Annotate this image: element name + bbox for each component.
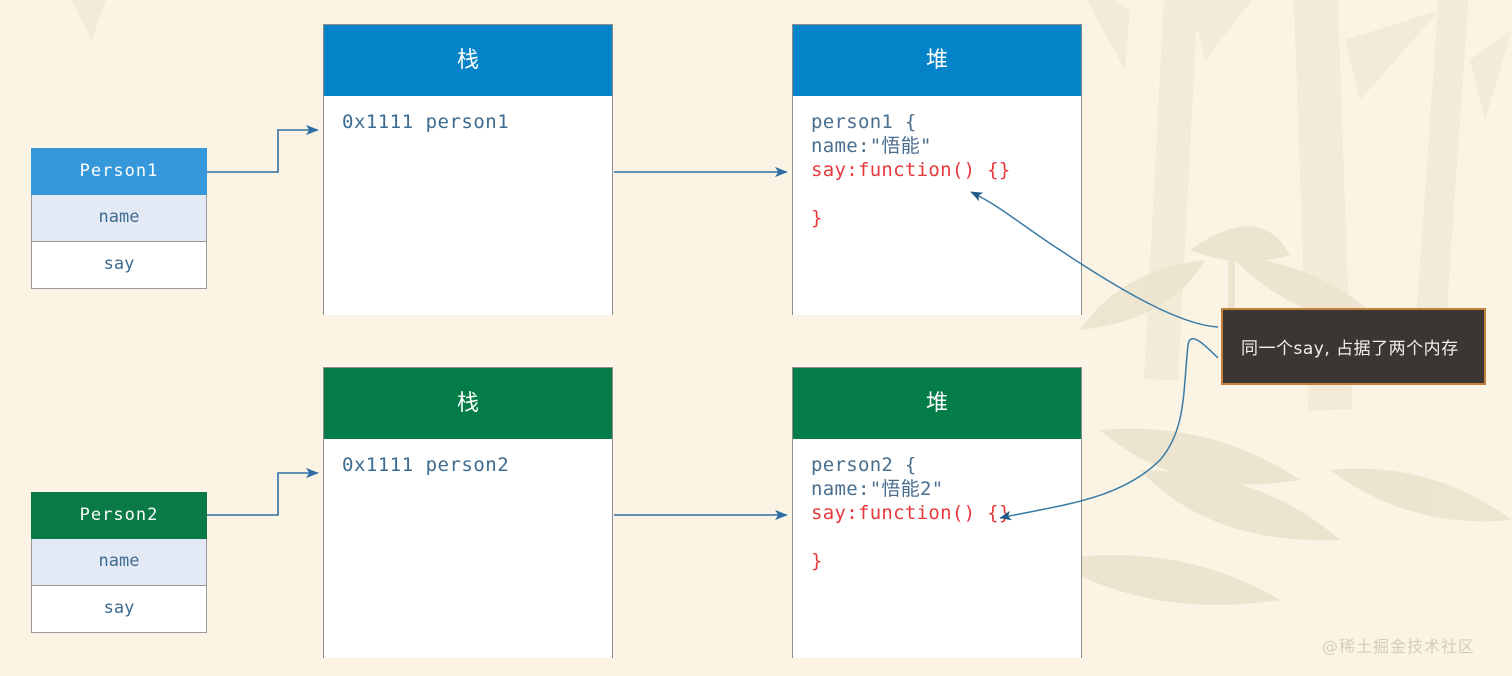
person2-object-table[interactable]: Person2 name say (31, 492, 207, 633)
heap-top-line-3: say:function() {} (811, 159, 1011, 181)
stack-top-body: 0x1111 person1 (324, 96, 612, 315)
stack-top-box[interactable]: 栈 0x1111 person1 (323, 24, 613, 315)
watermark-text: @稀土掘金技术社区 (1322, 637, 1476, 656)
person2-title: Person2 (31, 492, 207, 539)
callout-note[interactable]: 同一个say, 占据了两个内存 (1221, 308, 1486, 385)
person1-title: Person1 (31, 148, 207, 195)
person2-field-name: name (31, 539, 207, 586)
stack-bottom-title: 栈 (324, 368, 612, 439)
heap-bottom-body: person2 { name:"悟能2" say:function() {} } (793, 439, 1081, 658)
stack-top-entry: 0x1111 person1 (342, 111, 510, 133)
stack-bottom-box[interactable]: 栈 0x1111 person2 (323, 367, 613, 658)
watermark: @稀土掘金技术社区 (1322, 633, 1475, 657)
stack-bottom-entry: 0x1111 person2 (342, 454, 510, 476)
person1-object-table[interactable]: Person1 name say (31, 148, 207, 289)
heap-top-line-1: person1 { (811, 111, 917, 133)
callout-text: 同一个say, 占据了两个内存 (1241, 339, 1459, 359)
person2-field-say: say (31, 586, 207, 633)
stack-bottom-body: 0x1111 person2 (324, 439, 612, 658)
heap-top-line-2: name:"悟能" (811, 135, 932, 157)
heap-bottom-line-3: say:function() {} (811, 502, 1011, 524)
heap-bottom-line-5: } (811, 550, 823, 572)
connector-person1-to-stack (207, 124, 319, 173)
heap-top-line-spacer (811, 182, 1063, 206)
heap-bottom-line-2: name:"悟能2" (811, 478, 944, 500)
connector-person2-to-stack (207, 467, 319, 516)
heap-top-body: person1 { name:"悟能" say:function() {} } (793, 96, 1081, 315)
person1-field-say: say (31, 242, 207, 289)
stack-top-title: 栈 (324, 25, 612, 96)
heap-bottom-line-1: person2 { (811, 454, 917, 476)
heap-top-box[interactable]: 堆 person1 { name:"悟能" say:function() {} … (792, 24, 1082, 315)
heap-top-line-5: } (811, 207, 823, 229)
heap-bottom-title: 堆 (793, 368, 1081, 439)
heap-bottom-box[interactable]: 堆 person2 { name:"悟能2" say:function() {}… (792, 367, 1082, 658)
person1-field-name: name (31, 195, 207, 242)
heap-bottom-line-spacer (811, 525, 1063, 549)
heap-top-title: 堆 (793, 25, 1081, 96)
